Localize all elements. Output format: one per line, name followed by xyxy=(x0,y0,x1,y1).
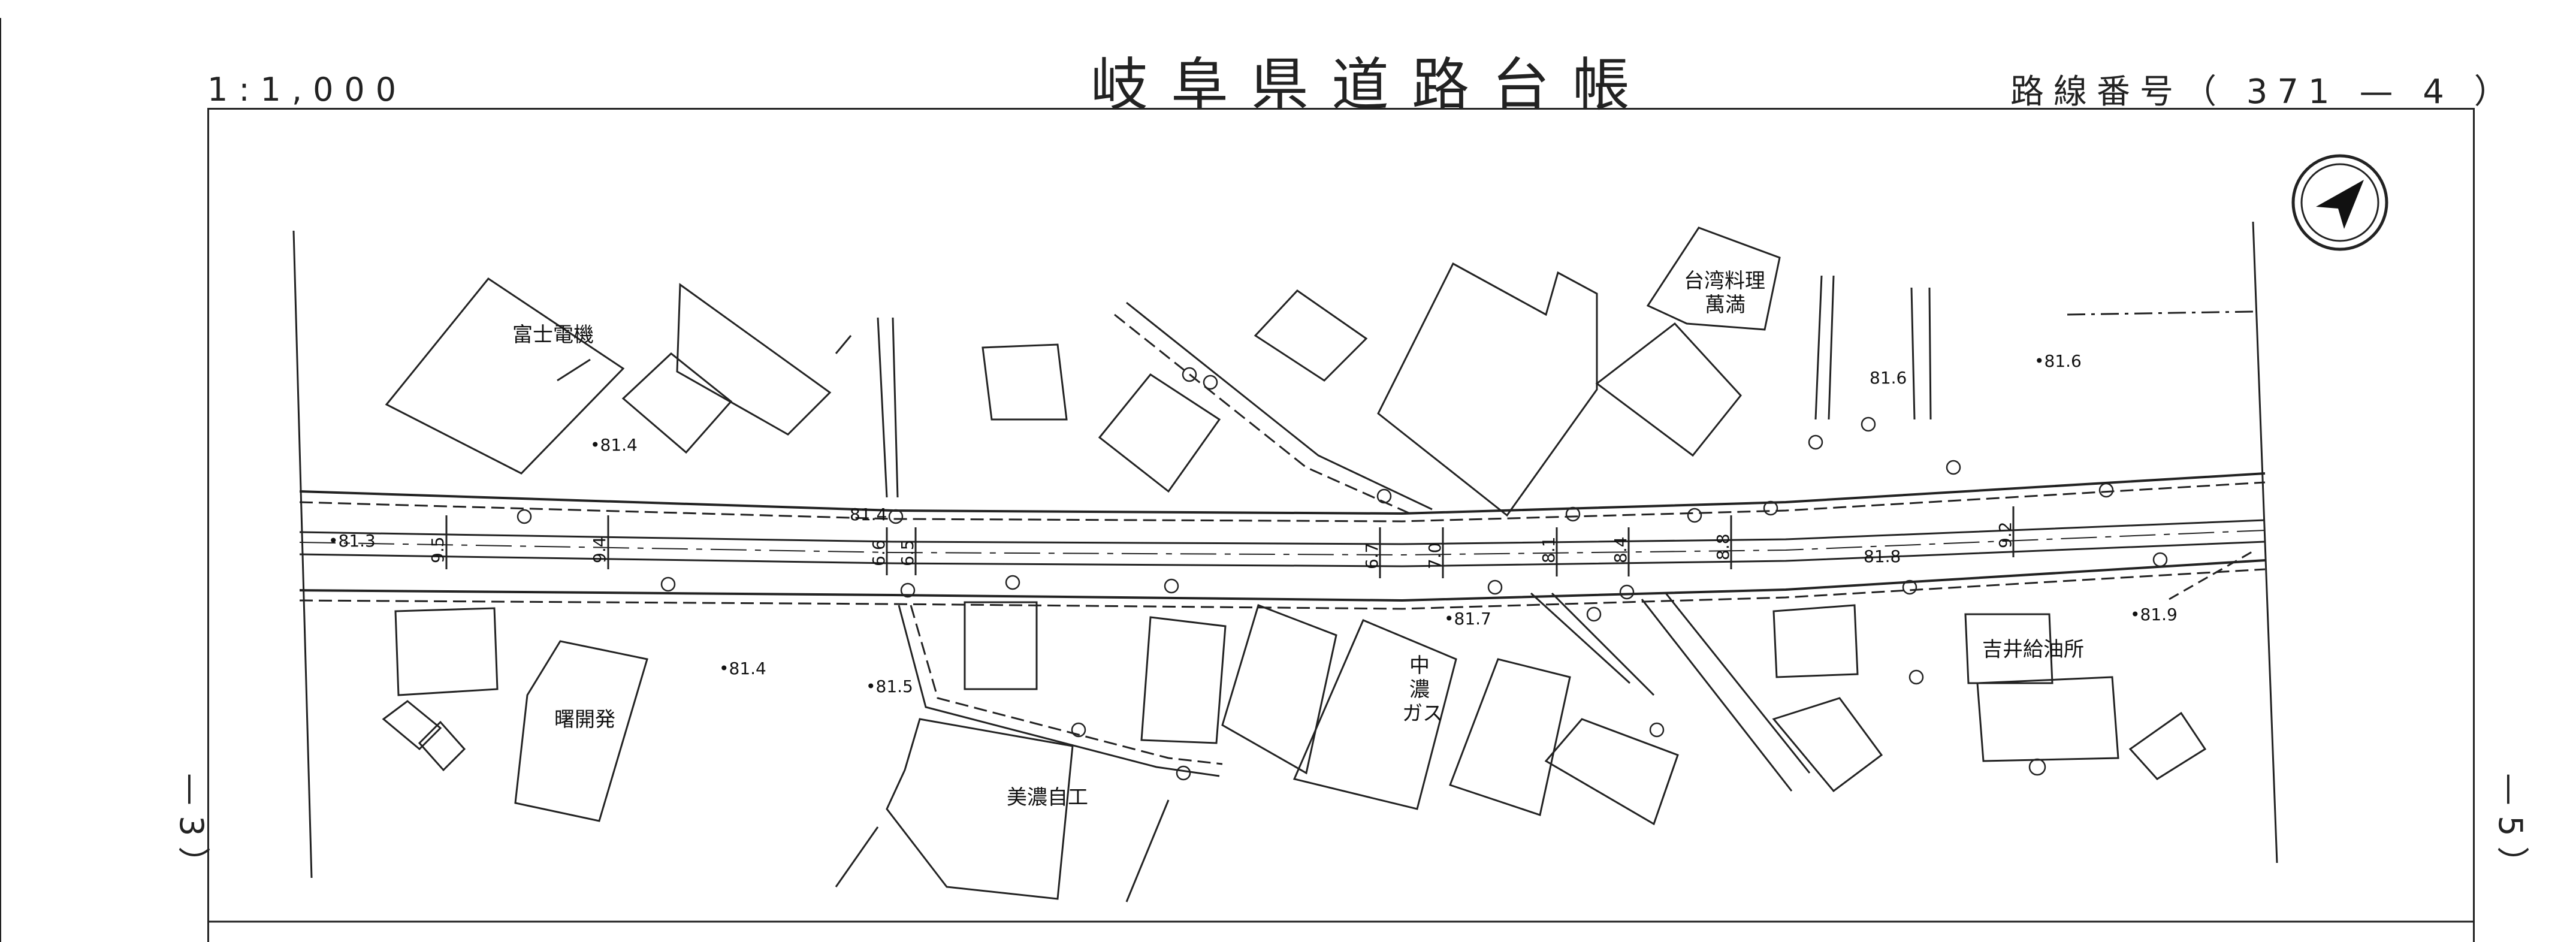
north-arrow-icon xyxy=(2291,154,2388,251)
road-width: 6.5 xyxy=(898,539,917,566)
elevation: 81.8 xyxy=(1864,547,1901,566)
left-sheet-marker: — 3 ） xyxy=(173,773,210,879)
right-sheet-marker: — 5 ） xyxy=(2492,773,2529,879)
road-width: 8.4 xyxy=(1611,536,1630,563)
label-chuno-gas-3: ガス xyxy=(1402,702,1443,726)
road-width: 6.6 xyxy=(869,539,889,566)
label-chuno-gas-1: 中 xyxy=(1409,654,1430,678)
road-width: 9.2 xyxy=(1995,521,2015,548)
label-mino-jiko: 美濃自工 xyxy=(1007,786,1088,810)
label-akebono: 曙開発 xyxy=(554,708,615,732)
page-title: 岐阜県道路台帳 xyxy=(1091,52,1653,119)
label-yoshii: 吉井給油所 xyxy=(1982,638,2084,662)
label-fuji-denki: 富士電機 xyxy=(512,323,594,347)
road-width: 6.7 xyxy=(1362,542,1382,569)
elevation: 81.6 xyxy=(1870,368,1907,388)
label-taiwan-ryori-2: 萬満 xyxy=(1705,293,1745,317)
road-width: 8.8 xyxy=(1713,533,1733,560)
elevation: •81.6 xyxy=(2034,351,2082,371)
elevation: •81.9 xyxy=(2130,605,2178,624)
map-scale: 1:1,000 xyxy=(207,71,407,108)
elevation: •81.3 xyxy=(328,531,376,551)
road-width: 9.4 xyxy=(590,536,609,563)
elevation: •81.4 xyxy=(719,659,766,678)
label-taiwan-ryori: 台湾料理 xyxy=(1684,269,1765,293)
road-width: 7.0 xyxy=(1425,542,1445,569)
road-width: 9.5 xyxy=(428,536,448,563)
map-frame xyxy=(207,108,2475,942)
road-width: 8.1 xyxy=(1539,536,1559,563)
route-number: 路線番号（ 371 — 4 ） xyxy=(2010,73,2517,111)
elevation: •81.4 xyxy=(590,435,638,455)
elevation: •81.5 xyxy=(866,677,913,696)
elevation: •81.7 xyxy=(1444,609,1491,629)
label-chuno-gas-2: 濃 xyxy=(1409,678,1430,702)
elevation: 81.4 xyxy=(850,505,887,524)
